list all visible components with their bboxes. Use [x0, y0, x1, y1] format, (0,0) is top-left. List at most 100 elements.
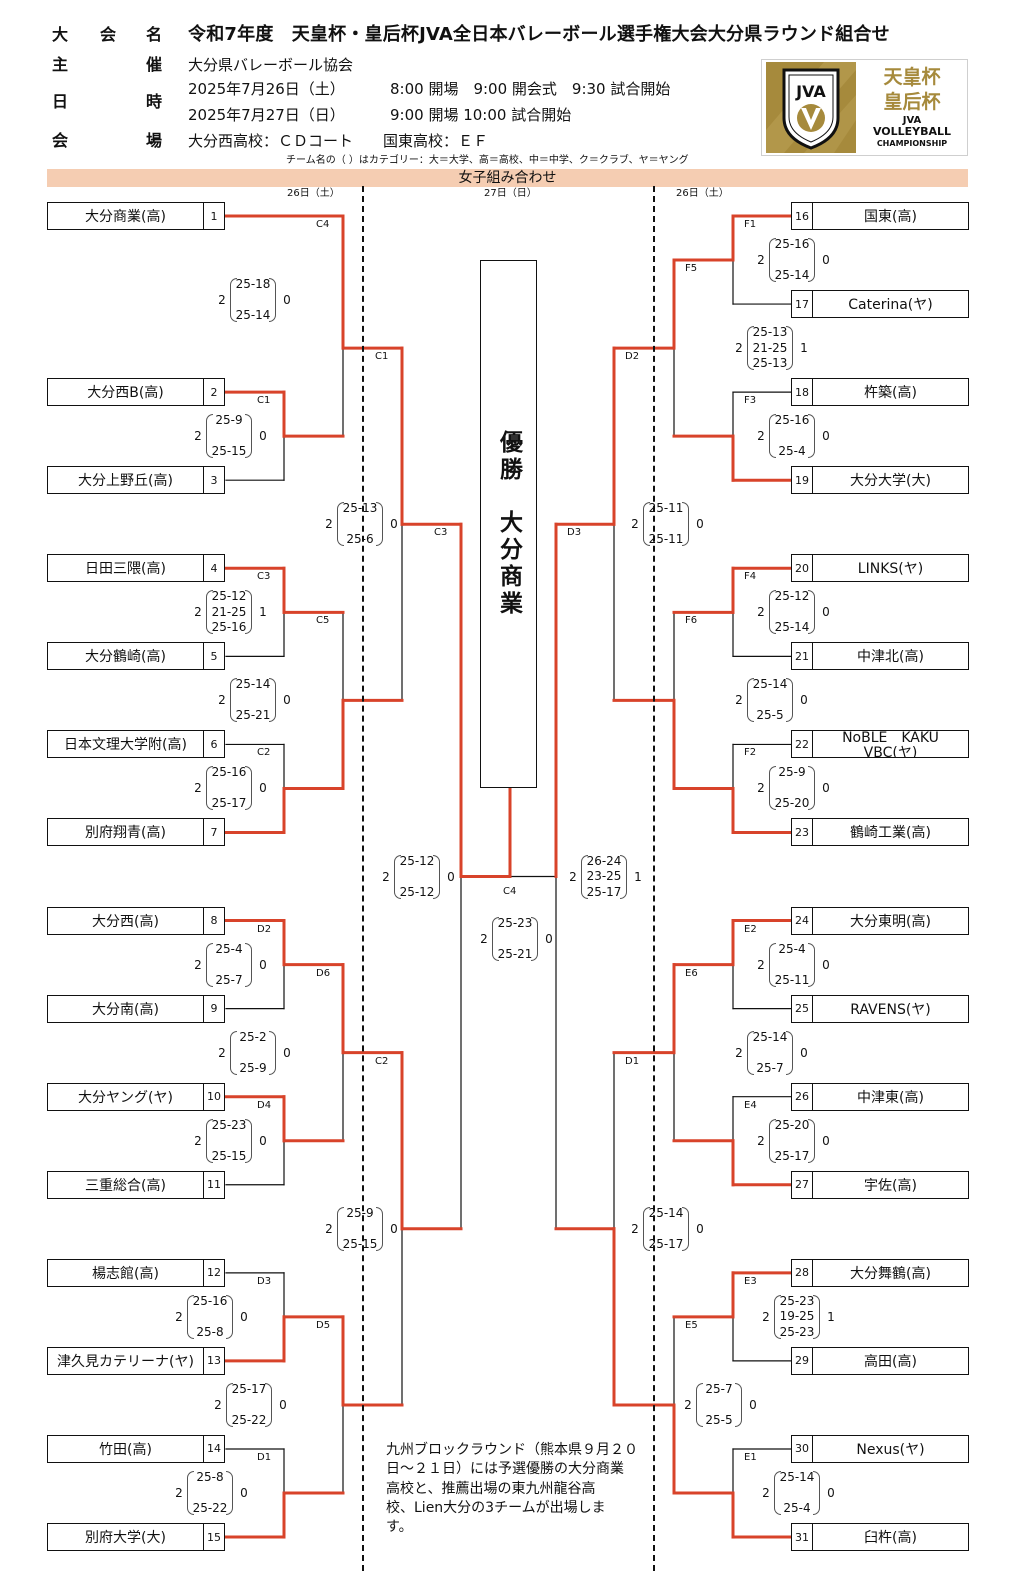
title-label-char: 名 — [146, 25, 163, 44]
sets-won-winner: 2 — [757, 605, 765, 620]
team-name: 国東(高) — [864, 209, 917, 225]
sets-won-loser: 0 — [240, 1486, 248, 1500]
sets-won-winner: 2 — [757, 957, 765, 972]
venue: 大分西高校：ＣＤコート 国東高校：ＥＦ — [188, 132, 489, 150]
jva-shield-icon: JVA — [766, 62, 856, 153]
title-label-char: 大 — [52, 25, 69, 44]
sets-won-loser: 0 — [822, 253, 830, 268]
set-score: 25-18 — [235, 277, 271, 292]
sets-won-winner: 2 — [382, 869, 390, 884]
match-code-label: F5 — [685, 263, 698, 275]
team-name: 大分舞鶴(高) — [850, 1265, 931, 1282]
champion-team: 大分商業 — [495, 510, 522, 618]
set-score: 25-13 — [752, 325, 788, 340]
set-score: 25-14 — [235, 677, 271, 692]
sets-won-winner: 2 — [175, 1486, 183, 1500]
schedule-label-char: 日 — [52, 92, 69, 111]
sets-won-winner: 2 — [757, 1133, 765, 1148]
team-name: 三重総合(高) — [85, 1177, 166, 1194]
note-line: 高校と、推薦出場の東九州龍谷高 — [386, 1480, 596, 1497]
team-name: NoBLE KAKU VBC(ヤ) — [842, 731, 939, 758]
set-score: 25-16 — [774, 413, 810, 428]
set-score: 19-25 — [779, 1309, 815, 1324]
sets-won-loser: 0 — [259, 957, 267, 972]
sets-won-loser: 1 — [259, 605, 267, 620]
sets-won-winner: 2 — [480, 932, 488, 946]
match-code-label: D3 — [567, 527, 582, 539]
match-code-label: C1 — [375, 351, 389, 363]
sets-won-winner: 2 — [214, 1397, 222, 1412]
team-seed-number: 7 — [203, 819, 224, 846]
team-seed-number: 23 — [792, 819, 813, 846]
sets-won-winner: 2 — [218, 293, 226, 308]
logo-dot: ・ — [907, 82, 917, 92]
match-code-label: E4 — [744, 1099, 757, 1111]
sets-won-loser: 0 — [447, 869, 455, 884]
set-score: 26-24 — [586, 853, 622, 868]
team-name: 杵築(高) — [864, 385, 917, 402]
sets-won-loser: 1 — [800, 341, 808, 356]
team-name: 大分上野丘(高) — [78, 473, 173, 490]
sets-won-winner: 2 — [757, 781, 765, 796]
team-seed-number: 4 — [203, 555, 224, 582]
match-code-label: E3 — [744, 1275, 757, 1287]
team-name: 臼杵(高) — [864, 1530, 917, 1547]
set-score: 25-20 — [774, 1117, 810, 1132]
team-name: 別府翔青(高) — [85, 825, 166, 842]
team-name: 別府大学(大) — [85, 1530, 166, 1547]
team-name: 大分ヤング(ヤ) — [78, 1089, 173, 1106]
sets-won-loser: 0 — [279, 1397, 287, 1412]
match-code-label: C4 — [316, 219, 330, 230]
team-entry: 大分鶴崎(高)5 — [47, 642, 225, 671]
sets-won-loser: 0 — [390, 517, 398, 532]
team-name: 大分西(高) — [92, 913, 159, 930]
sets-won-winner: 2 — [762, 1309, 770, 1324]
team-entry: 別府翔青(高) 7 — [47, 818, 225, 847]
sets-won-winner: 2 — [325, 517, 333, 532]
sets-won-winner: 2 — [735, 693, 743, 708]
set-score: 25-5 — [705, 1412, 733, 1427]
set-score: 25-20 — [774, 796, 810, 811]
team-seed-number: 28 — [792, 1259, 813, 1286]
sets-won-winner: 2 — [762, 1486, 770, 1500]
team-seed-number: 22 — [792, 731, 813, 758]
title-label-char: 会 — [100, 25, 117, 44]
team-seed-number: 12 — [203, 1259, 224, 1286]
note-line: 校、Lien大分の3チームが出場しま — [386, 1499, 606, 1516]
match-code-label: C3 — [434, 527, 448, 539]
team-name: 宇佐(高) — [864, 1177, 917, 1194]
logo-line2: 皇后杯 — [883, 91, 941, 113]
set-score: 25-9 — [239, 1060, 267, 1075]
match-code-label: E6 — [685, 967, 698, 979]
match-code-label: D6 — [316, 967, 331, 979]
schedule-events: 9:00 開場 10:00 試合開始 — [390, 106, 572, 124]
team-name: 楊志館(高) — [92, 1265, 159, 1282]
set-score: 25-9 — [778, 765, 806, 780]
team-entry: 大分上野丘(高)3 — [47, 466, 225, 495]
team-seed-number: 1 — [203, 203, 224, 229]
jva-championship-logo: JVA 天皇杯 ・ 皇后杯 JVA VOLLEYBALL CHAMPIONSHI… — [761, 59, 968, 156]
